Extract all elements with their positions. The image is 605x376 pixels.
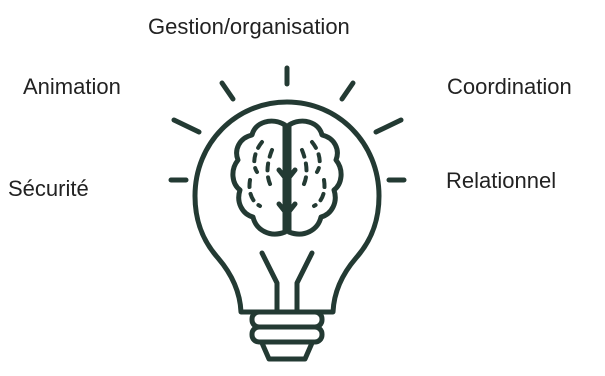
ray-upper-left	[219, 80, 236, 102]
brain-fissure-fork-1	[276, 167, 298, 183]
label-relationnel: Relationnel	[446, 168, 557, 193]
label-coordination: Coordination	[447, 74, 572, 99]
brain-fold-right-3	[312, 178, 327, 208]
filament-left	[259, 250, 280, 315]
bulb-base-ring-2	[249, 324, 325, 345]
ray-upper-right	[339, 80, 356, 102]
brain-fold-left-1	[252, 140, 264, 174]
filament-right	[294, 250, 315, 315]
label-gestion-organisation: Gestion/organisation	[148, 14, 350, 39]
light-rays	[168, 65, 407, 183]
brain-fold-right-2	[300, 148, 309, 190]
brain-fold-left-2	[265, 148, 274, 190]
ray-mid-right	[373, 117, 404, 135]
brain-right-lobe	[286, 118, 344, 237]
brain-fold-right-1	[310, 140, 322, 174]
label-securite: Sécurité	[8, 176, 89, 201]
brain-fissure-fork-2	[276, 201, 298, 217]
bulb-base-tip	[259, 340, 315, 362]
bulb-glass	[192, 99, 382, 315]
ray-mid-left	[171, 117, 202, 135]
brain-left-lobe	[230, 118, 288, 237]
label-animation: Animation	[23, 74, 121, 99]
brain-fold-left-3	[247, 178, 262, 208]
